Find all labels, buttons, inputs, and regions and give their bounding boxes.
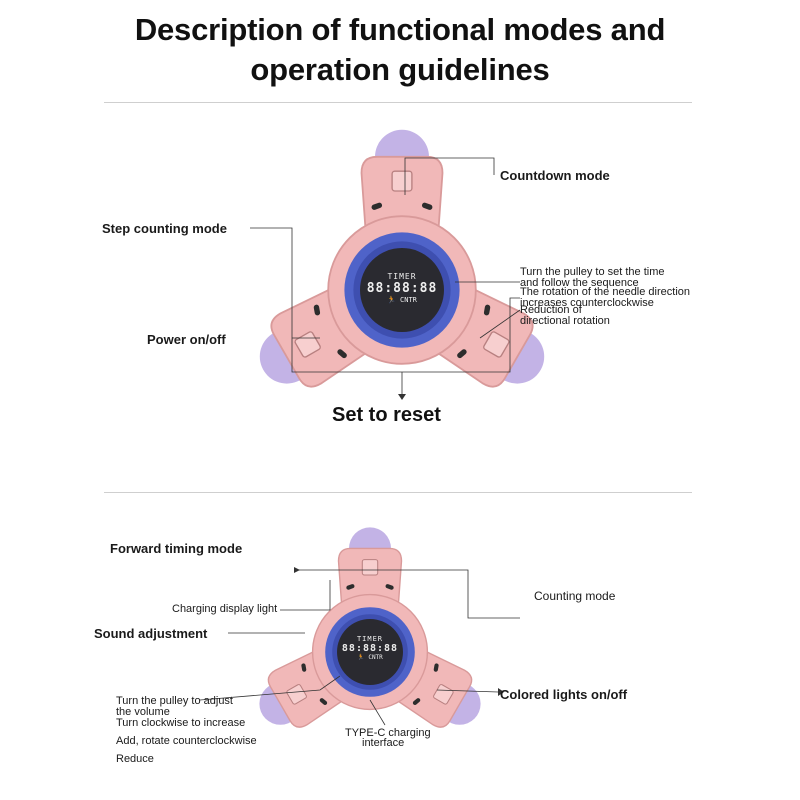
- leader-colored-lights: [436, 689, 499, 693]
- leader-pulley-2: [479, 309, 521, 339]
- lcd-timer-label: TIMER: [387, 272, 417, 281]
- leader-forward-counting: [296, 569, 520, 619]
- lcd-cntr-label: 🏃 CNTR: [357, 654, 383, 661]
- divider-middle: [104, 492, 692, 493]
- divider-top: [104, 102, 692, 103]
- volume-note-4: Add, rotate counterclockwise: [116, 735, 257, 747]
- page-title: Description of functional modes and oper…: [0, 10, 800, 90]
- arrow-reset: [398, 394, 406, 400]
- label-colored-lights: Colored lights on/off: [500, 687, 628, 702]
- label-forward-timing-mode: Forward timing mode: [110, 541, 243, 556]
- volume-note-3: Turn clockwise to increase: [116, 717, 246, 729]
- pulley-note-1: Turn the pulley to set the time: [520, 266, 665, 278]
- title-line-2: operation guidelines: [250, 52, 550, 87]
- label-power-on-off: Power on/off: [147, 332, 226, 347]
- label-step-counting-mode: Step counting mode: [102, 221, 227, 236]
- label-charging-display-light: Charging display light: [172, 603, 278, 615]
- label-counting-mode: Counting mode: [534, 589, 616, 603]
- runner-icon: 🏃: [357, 654, 365, 661]
- lcd-display-top: TIMER 88:88:88 🏃 CNTR: [360, 248, 444, 332]
- label-typec-interface: interface: [362, 737, 405, 749]
- lcd-digits: 88:88:88: [341, 643, 399, 654]
- volume-note-2: the volume: [116, 706, 170, 718]
- leader-step-counting: [250, 227, 402, 373]
- volume-note-1: Turn the pulley to adjust: [116, 695, 233, 707]
- pulley-note-3: The rotation of the needle direction: [520, 286, 691, 298]
- label-countdown-mode: Countdown mode: [500, 168, 610, 183]
- label-sound-adjustment: Sound adjustment: [94, 626, 208, 641]
- lcd-timer-label: TIMER: [356, 635, 384, 643]
- lcd-cntr-label: 🏃 CNTR: [387, 296, 417, 304]
- runner-icon: 🏃: [387, 296, 396, 304]
- pulley-note-2: and follow the sequence: [520, 277, 639, 289]
- label-set-to-reset: Set to reset: [332, 404, 441, 426]
- leader-right-box: [402, 297, 520, 373]
- label-typec-charging: TYPE-C charging: [345, 727, 431, 739]
- leader-charging-light: [280, 580, 331, 611]
- pulley-note-6: directional rotation: [520, 315, 610, 327]
- lcd-digits: 88:88:88: [366, 281, 438, 296]
- leader-countdown: [404, 157, 495, 195]
- lcd-display-bottom: TIMER 88:88:88 🏃 CNTR: [337, 619, 403, 685]
- title-line-1: Description of functional modes and: [134, 12, 666, 47]
- pulley-note-5: Reduction of: [520, 304, 582, 316]
- pulley-note-4: increases counterclockwise: [520, 297, 654, 309]
- volume-note-5: Reduce: [116, 753, 154, 765]
- leader-volume: [199, 675, 341, 701]
- leader-typec: [369, 699, 386, 726]
